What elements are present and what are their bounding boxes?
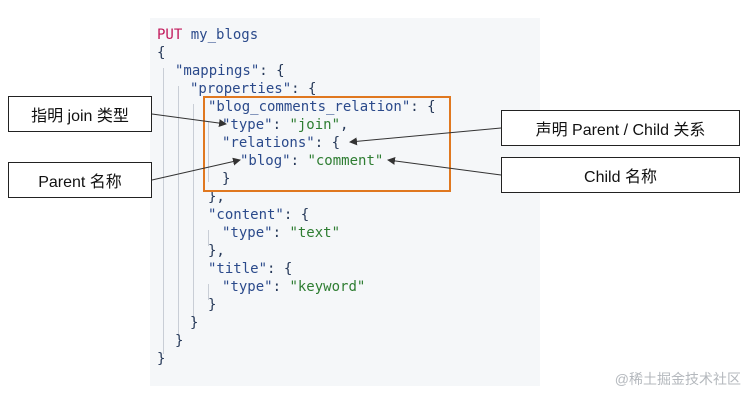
callout-join-type: 指明 join 类型 xyxy=(8,96,152,132)
indent-guide xyxy=(178,86,179,336)
code-line-14: "title": { xyxy=(208,261,293,277)
callout-parent-name-label: Parent 名称 xyxy=(38,174,122,191)
callout-child-name: Child 名称 xyxy=(501,157,740,193)
code-line-2: { xyxy=(157,45,166,61)
code-line-6: "type": "join", xyxy=(222,117,349,133)
type-key: "type" xyxy=(222,117,273,133)
index-name: my_blogs xyxy=(190,27,259,43)
join-value: "join" xyxy=(289,117,341,133)
callout-join-type-label: 指明 join 类型 xyxy=(31,108,129,125)
code-line-18: } xyxy=(175,333,184,349)
child-name: "comment" xyxy=(307,153,384,169)
code-line-1: PUT my_blogs xyxy=(157,26,258,44)
code-line-15: "type": "keyword" xyxy=(222,279,366,295)
indent-guide xyxy=(208,284,209,300)
code-line-7: "relations": { xyxy=(222,135,341,151)
mappings-key: "mappings" xyxy=(175,63,260,79)
callout-declare-relation-label: 声明 Parent / Child 关系 xyxy=(535,122,706,139)
callout-parent-name: Parent 名称 xyxy=(8,162,152,198)
indent-guide xyxy=(208,230,209,246)
type-key: "type" xyxy=(222,225,273,241)
code-line-5: "blog_comments_relation": { xyxy=(208,99,436,115)
text-value: "text" xyxy=(289,225,341,241)
code-line-12: "type": "text" xyxy=(222,225,341,241)
indent-guide xyxy=(208,122,209,182)
indent-guide xyxy=(163,68,164,354)
relations-key: "relations" xyxy=(222,135,315,151)
http-method: PUT xyxy=(157,27,183,43)
code-line-10: }, xyxy=(208,189,225,205)
type-key: "type" xyxy=(222,279,273,295)
relation-field-key: "blog_comments_relation" xyxy=(208,99,411,115)
code-panel xyxy=(150,18,540,386)
callout-declare-relation: 声明 Parent / Child 关系 xyxy=(501,110,740,146)
code-line-11: "content": { xyxy=(208,207,310,223)
code-line-13: }, xyxy=(208,243,225,259)
callout-child-name-label: Child 名称 xyxy=(584,169,657,186)
code-line-17: } xyxy=(190,315,199,331)
watermark: @稀土掘金技术社区 xyxy=(614,371,741,387)
keyword-value: "keyword" xyxy=(289,279,366,295)
code-line-19: } xyxy=(157,351,166,367)
content-key: "content" xyxy=(208,207,284,223)
code-line-8: "blog": "comment" xyxy=(240,153,384,169)
properties-key: "properties" xyxy=(190,81,292,97)
relation-highlight-box xyxy=(203,96,451,192)
code-line-3: "mappings": { xyxy=(175,63,285,79)
code-line-4: "properties": { xyxy=(190,81,317,97)
indent-guide xyxy=(193,104,194,322)
title-key: "title" xyxy=(208,261,268,277)
parent-name: "blog" xyxy=(240,153,291,169)
code-line-16: } xyxy=(208,297,217,313)
